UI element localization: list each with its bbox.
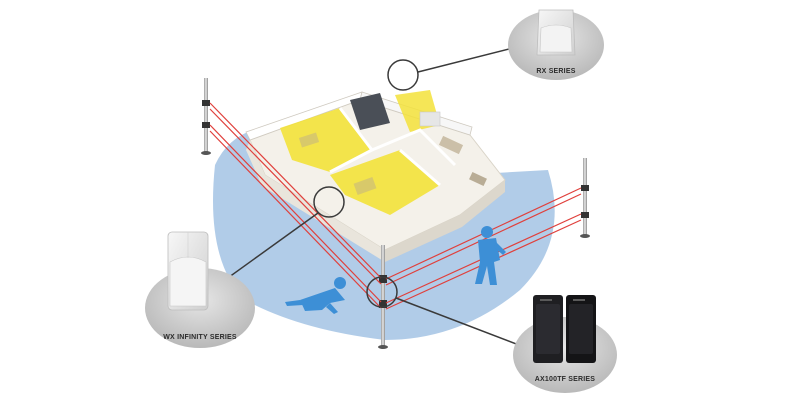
beam-pole-left xyxy=(201,78,211,155)
intruder-icon xyxy=(475,226,506,285)
detection-zone-center xyxy=(330,150,440,215)
ax-beam-sensor-icon xyxy=(533,295,596,363)
intruder-icon xyxy=(285,277,346,314)
callout-circle-icon xyxy=(387,59,419,91)
beam-pole-right xyxy=(580,158,590,238)
house-model xyxy=(245,90,506,262)
callout-circle-icon xyxy=(313,186,345,218)
wx-detector-icon xyxy=(167,231,209,311)
beam-pole-center xyxy=(378,245,388,349)
rx-detector-icon xyxy=(536,9,576,56)
rx-series-label: RX SERIES xyxy=(536,68,576,75)
detection-zone-left xyxy=(280,108,372,172)
ax100tf-series-label: AX100TF SERIES xyxy=(534,376,596,383)
wx-infinity-series-label: WX INFINITY SERIES xyxy=(163,334,237,341)
callout-circle-icon xyxy=(366,276,398,308)
